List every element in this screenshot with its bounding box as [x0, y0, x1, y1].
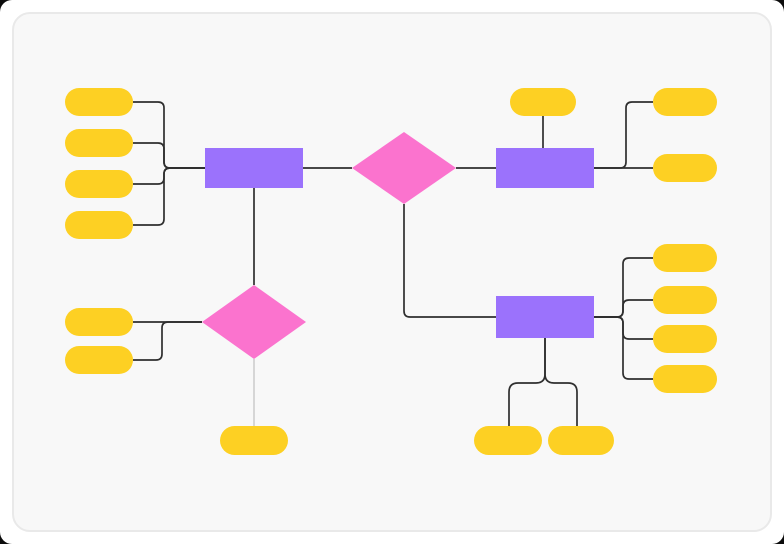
node-pill-right-d[interactable] [653, 286, 717, 314]
node-pill-right-a[interactable] [653, 88, 717, 116]
edge-rect-lower-to-pill-bottom-2[interactable] [544, 338, 578, 426]
edge-rect-upper-to-pill-right-a[interactable] [594, 101, 653, 169]
node-pill-left-2[interactable] [65, 129, 133, 157]
node-pill-bottom-2[interactable] [548, 426, 614, 455]
edge-diamond-center-to-rect-lower[interactable] [403, 204, 496, 318]
node-rect-right-lower[interactable] [496, 296, 594, 338]
node-pill-left-3[interactable] [65, 170, 133, 198]
node-pill-right-e[interactable] [653, 325, 717, 353]
node-pill-under-diamond[interactable] [220, 426, 288, 455]
node-pill-bottomleft-1[interactable] [65, 308, 133, 336]
diagram-canvas[interactable] [12, 12, 772, 532]
node-pill-bottom-1[interactable] [474, 426, 542, 455]
edge-pill-left-4-to-rect-left[interactable] [133, 167, 205, 226]
node-pill-right-b[interactable] [653, 154, 717, 182]
edge-pill-bl2-to-diamond-lower[interactable] [133, 321, 202, 361]
node-rect-right-upper[interactable] [496, 148, 594, 188]
edge-rect-lower-to-pill-bottom-1[interactable] [508, 338, 546, 426]
node-pill-bottomleft-2[interactable] [65, 346, 133, 374]
node-pill-left-4[interactable] [65, 211, 133, 239]
edge-pill-left-1-to-rect-left[interactable] [133, 101, 205, 169]
edge-pill-left-2-to-rect-left[interactable] [133, 142, 205, 169]
node-pill-left-1[interactable] [65, 88, 133, 116]
node-pill-right-c[interactable] [653, 244, 717, 272]
node-pill-top-middle[interactable] [510, 88, 576, 116]
node-rect-left[interactable] [205, 148, 303, 188]
edge-rect-lower-to-pill-right-f[interactable] [594, 316, 653, 380]
edge-pill-left-3-to-rect-left[interactable] [133, 167, 205, 185]
node-pill-right-f[interactable] [653, 365, 717, 393]
edge-rect-lower-to-pill-right-d[interactable] [594, 299, 653, 318]
